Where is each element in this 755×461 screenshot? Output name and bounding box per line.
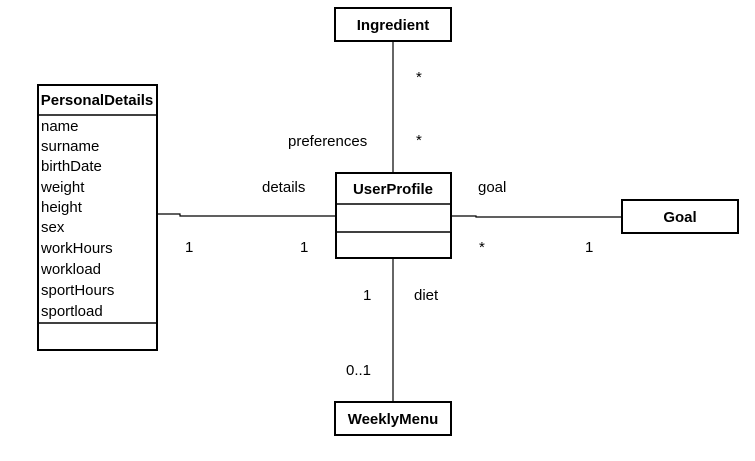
class-personal-details-name: PersonalDetails — [41, 92, 154, 109]
attribute-sex: sex — [41, 219, 65, 236]
class-user-profile[interactable]: UserProfile — [335, 172, 452, 259]
class-weekly-menu[interactable]: WeeklyMenu — [334, 401, 452, 436]
class-goal-name: Goal — [663, 209, 696, 226]
class-weekly-menu-name: WeeklyMenu — [348, 411, 439, 428]
attribute-sportload: sportload — [41, 303, 103, 320]
multiplicity-personal-details: 1 — [185, 239, 193, 256]
attribute-sporthours: sportHours — [41, 282, 114, 299]
class-ingredient-name: Ingredient — [357, 17, 430, 34]
multiplicity-goal: 1 — [585, 239, 593, 256]
details-association-line — [157, 213, 336, 217]
role-details: details — [262, 179, 305, 196]
role-preferences: preferences — [288, 133, 367, 150]
multiplicity-ingredient-preferences: * — [416, 69, 422, 86]
attribute-weight: weight — [40, 179, 85, 196]
role-goal: goal — [478, 179, 506, 196]
class-personal-details[interactable]: PersonalDetails name surname birthDate w… — [37, 84, 158, 351]
attribute-surname: surname — [41, 138, 99, 155]
attribute-birthdate: birthDate — [41, 158, 102, 175]
class-goal[interactable]: Goal — [621, 199, 739, 234]
attribute-height: height — [41, 199, 83, 216]
multiplicity-profile-details: 1 — [300, 239, 308, 256]
class-ingredient[interactable]: Ingredient — [334, 7, 452, 42]
attribute-workhours: workHours — [40, 240, 113, 257]
goal-association-line — [451, 215, 622, 218]
role-diet: diet — [414, 287, 439, 304]
class-user-profile-name: UserProfile — [353, 181, 433, 198]
attribute-workload: workload — [40, 261, 101, 278]
multiplicity-weekly-menu: 0..1 — [346, 362, 371, 379]
multiplicity-profile-goal: * — [479, 239, 485, 256]
attribute-name: name — [41, 118, 79, 135]
multiplicity-profile-diet: 1 — [363, 287, 371, 304]
multiplicity-profile-preferences: * — [416, 132, 422, 149]
